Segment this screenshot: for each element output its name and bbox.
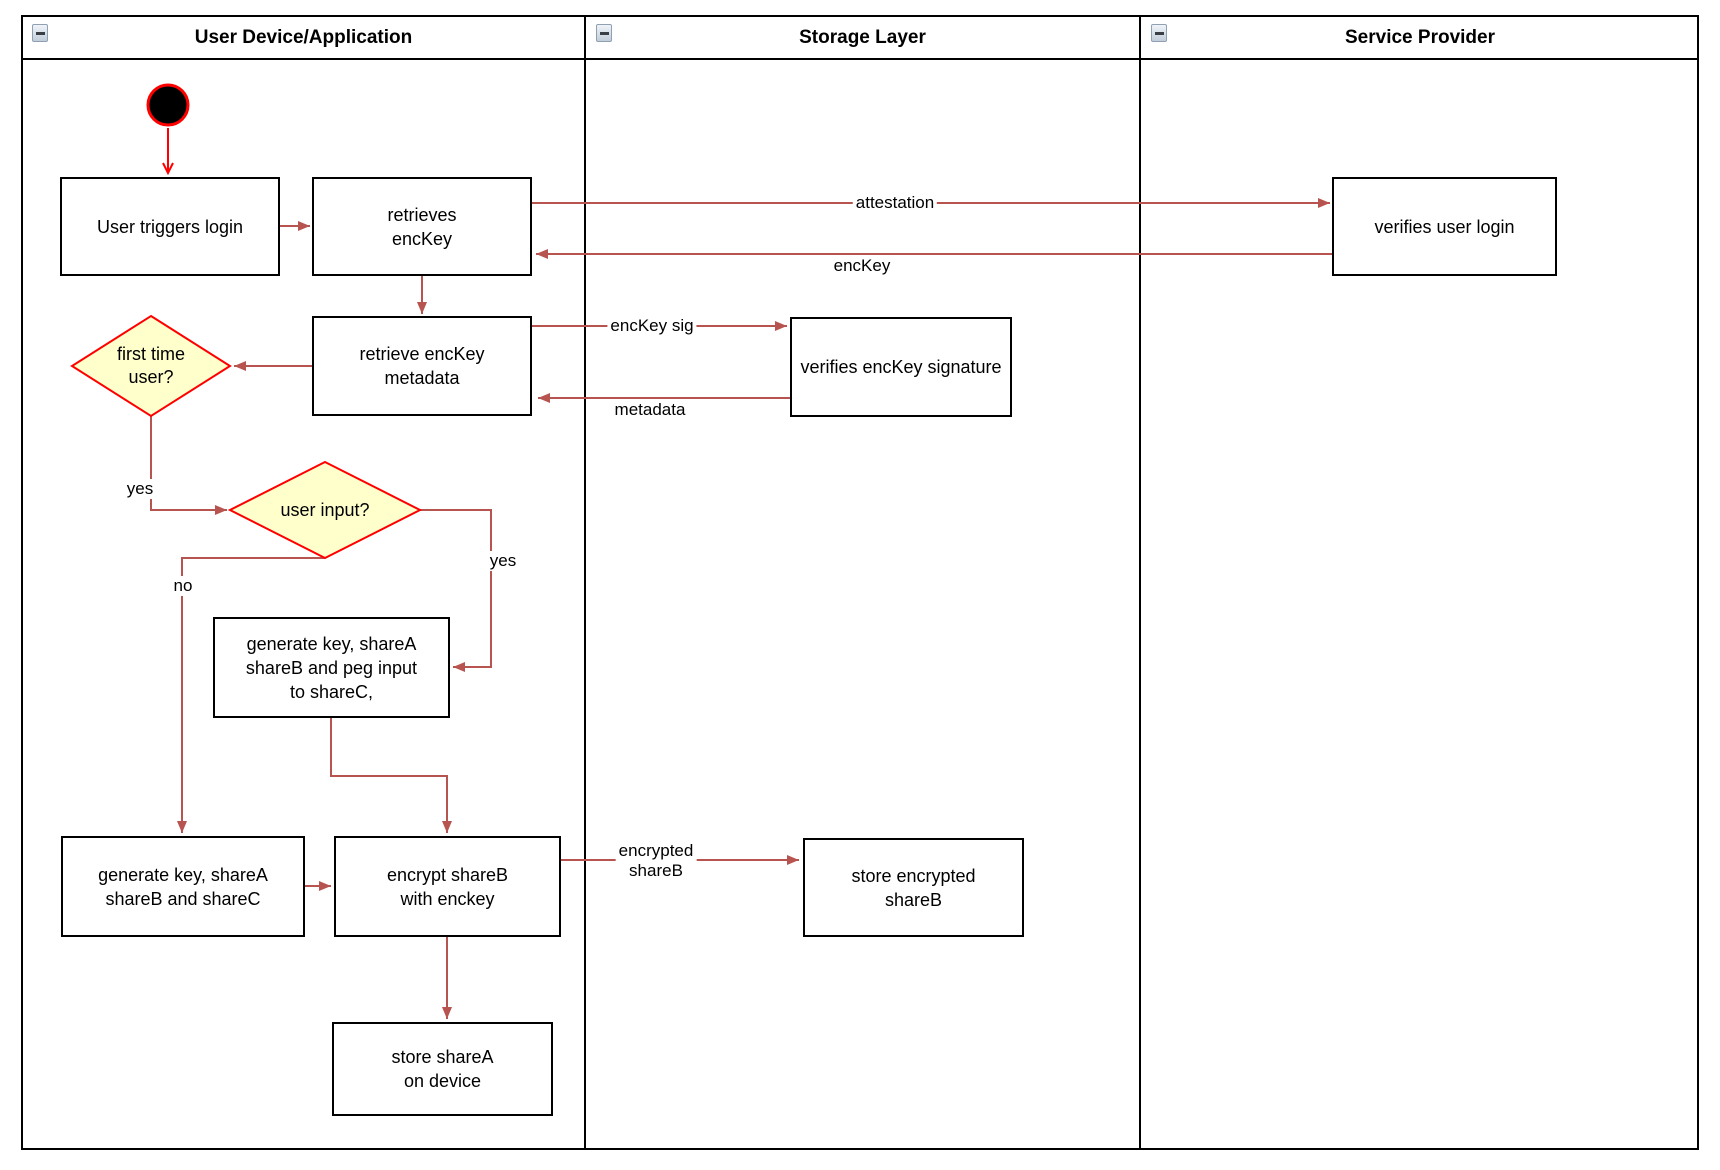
lane-divider xyxy=(584,15,586,1150)
user-input-decision[interactable] xyxy=(227,460,423,560)
first-time-user-decision[interactable] xyxy=(70,314,232,418)
edge-firsttime-yes xyxy=(150,416,227,515)
first-time-user-label[interactable]: first time user? xyxy=(116,344,185,387)
collapse-lane-icon[interactable] xyxy=(1151,24,1167,42)
user-input-label[interactable]: user input? xyxy=(280,499,370,520)
edge-userinput-no xyxy=(177,557,325,833)
node-store-sharea-on-device[interactable]: store shareA on device xyxy=(332,1022,553,1116)
edge-label-enckey[interactable]: encKey xyxy=(830,256,894,276)
edge-label-encrypted-shareb[interactable]: encrypted shareB xyxy=(615,841,697,881)
edge-label-yes-input[interactable]: yes xyxy=(486,551,520,571)
lane-header-rule xyxy=(21,58,1699,60)
lane-header-user-device[interactable]: User Device/Application xyxy=(23,17,584,58)
collapse-lane-icon[interactable] xyxy=(32,24,48,42)
edge-label-attestation[interactable]: attestation xyxy=(852,193,938,213)
lane-header-storage-layer[interactable]: Storage Layer xyxy=(586,17,1139,58)
edge-peg-to-encrypt xyxy=(330,718,452,833)
node-verifies-user-login[interactable]: verifies user login xyxy=(1332,177,1557,276)
edge-label-no[interactable]: no xyxy=(170,576,196,596)
lane-title: User Device/Application xyxy=(194,26,413,48)
start-node[interactable] xyxy=(146,83,190,127)
minus-icon xyxy=(599,31,609,35)
lane-header-service-provider[interactable]: Service Provider xyxy=(1141,17,1699,58)
node-generate-key-peg-input[interactable]: generate key, shareA shareB and peg inpu… xyxy=(213,617,450,718)
edge-userinput-yes xyxy=(420,509,492,672)
minus-icon xyxy=(35,31,45,35)
node-retrieve-enckey-metadata[interactable]: retrieve encKey metadata xyxy=(312,316,532,416)
lane-title: Service Provider xyxy=(1345,26,1495,48)
collapse-lane-icon[interactable] xyxy=(596,24,612,42)
node-encrypt-shareb[interactable]: encrypt shareB with enckey xyxy=(334,836,561,937)
node-verifies-enckey-signature[interactable]: verifies encKey signature xyxy=(790,317,1012,417)
node-retrieves-enckey[interactable]: retrieves encKey xyxy=(312,177,532,276)
edge-label-metadata[interactable]: metadata xyxy=(611,400,689,420)
node-user-triggers-login[interactable]: User triggers login xyxy=(60,177,280,276)
edge-label-yes-first[interactable]: yes xyxy=(123,479,157,499)
lane-divider xyxy=(1139,15,1141,1150)
node-generate-key-sharec[interactable]: generate key, shareA shareB and shareC xyxy=(61,836,305,937)
edge-label-enckey-sig[interactable]: encKey sig xyxy=(607,316,697,336)
minus-icon xyxy=(1154,31,1164,35)
lane-title: Storage Layer xyxy=(799,26,926,48)
node-store-encrypted-shareb[interactable]: store encrypted shareB xyxy=(803,838,1024,937)
